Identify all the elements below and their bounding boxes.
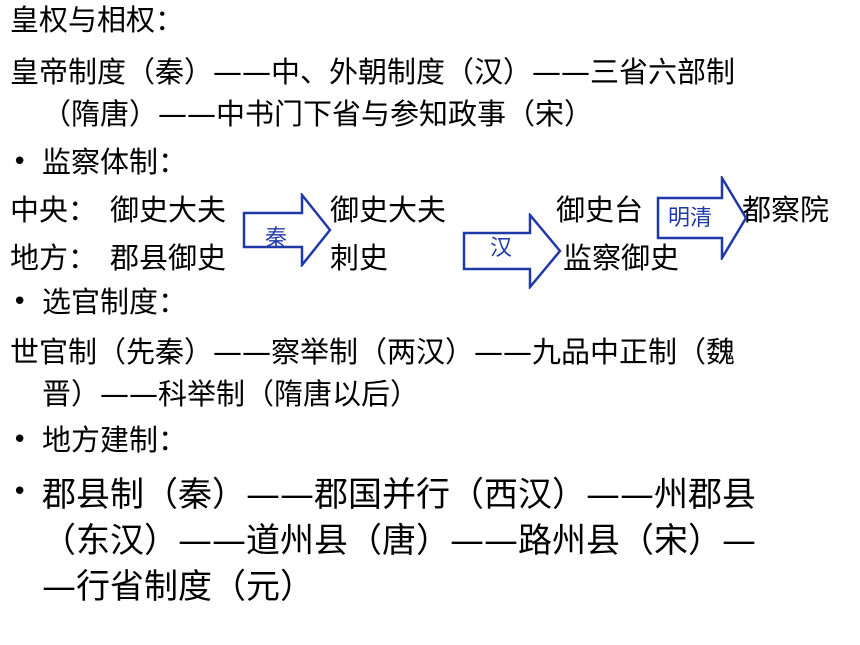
local-admin-title: 地方建制：: [42, 423, 188, 457]
selection-title: 选官制度：: [42, 285, 188, 319]
central-item-qin: 御史大夫: [330, 193, 447, 227]
imperial-system-line-1: 皇帝制度（秦）——中、外朝制度（汉）——三省六部制: [10, 55, 736, 89]
right-arrow-icon: [242, 193, 332, 267]
local-admin-line-3: —行省制度（元）: [42, 567, 314, 607]
local-item-han: 监察御史: [563, 241, 680, 275]
local-admin-line-1: 郡县制（秦）——郡国并行（西汉）——州郡县: [42, 475, 756, 515]
central-item-ming-qing: 都察院: [742, 193, 830, 227]
local-item-qin-before: 郡县御史: [110, 241, 227, 275]
right-arrow-icon: [462, 213, 562, 289]
local-label: 地方：: [10, 241, 98, 275]
heading-imperial-power: 皇权与相权：: [10, 3, 185, 37]
central-item-qin-before: 御史大夫: [110, 193, 227, 227]
local-admin-line-2: （东汉）——道州县（唐）——路州县（宋）—: [42, 521, 756, 561]
arrow-label-qin: 秦: [265, 226, 288, 251]
right-arrow-icon: [656, 176, 748, 260]
bullet: •: [12, 477, 28, 507]
imperial-system-line-2: （隋唐）——中书门下省与参知政事（宋）: [42, 97, 594, 131]
arrow-label-han: 汉: [490, 236, 513, 261]
bullet: •: [12, 287, 28, 317]
bullet: •: [12, 147, 28, 177]
arrow-label-ming-qing: 明清: [668, 206, 713, 231]
selection-line-2: 晋）——科举制（隋唐以后）: [42, 377, 420, 411]
local-item-qin: 刺史: [330, 241, 389, 275]
bullet: •: [12, 425, 28, 455]
selection-line-1: 世官制（先秦）——察举制（两汉）——九品中正制（魏: [10, 335, 736, 369]
central-label: 中央：: [10, 193, 98, 227]
supervision-title: 监察体制：: [42, 145, 188, 179]
central-item-han: 御史台: [556, 193, 644, 227]
